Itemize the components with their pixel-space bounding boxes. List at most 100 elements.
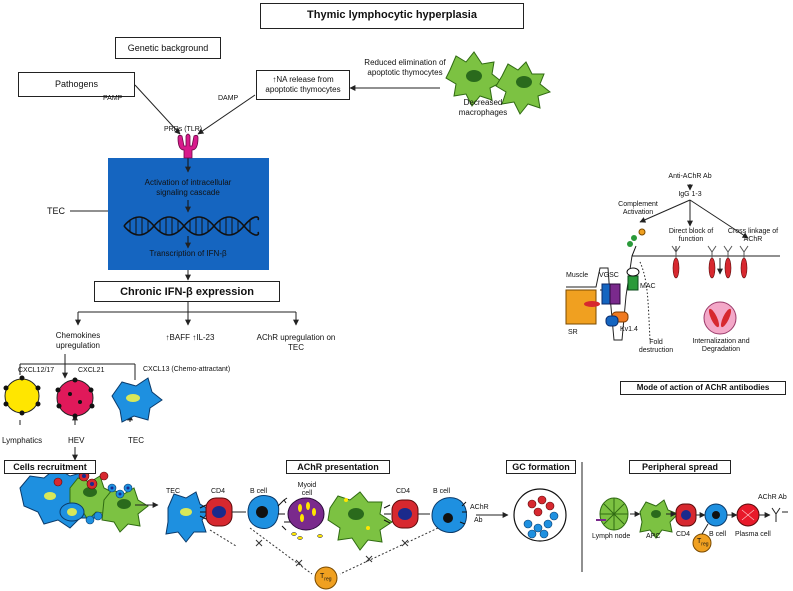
peripheral-bcell-label: B cell [709, 531, 727, 538]
title-box: Thymic lymphocytic hyperplasia [260, 3, 524, 29]
moa-mac-label: MAC [640, 283, 656, 290]
damp-label: DAMP [218, 95, 239, 102]
moa-sr-label: SR [568, 329, 578, 336]
presentation-tec-label: TEC [166, 488, 180, 495]
complement-icon [627, 228, 646, 257]
pathogens-label: Pathogens [54, 79, 99, 90]
genetic-background-label: Genetic background [127, 42, 209, 53]
lymphatics-label: Lymphatics [2, 436, 43, 445]
moa-cross-linkage-label: Cross linkage of AChR [727, 228, 779, 244]
moa-kv-label: Kv1.4 [620, 326, 638, 333]
plasma-cell [736, 503, 760, 527]
moa-igg-label: IgG 1-3 [678, 191, 702, 198]
moa-direct-block-label: Direct block of function [668, 228, 714, 244]
tec-signaling-box [108, 158, 269, 270]
decreased-macrophages-label: Decreased macrophages [458, 98, 508, 117]
peripheral-arrows [630, 507, 788, 535]
baff-label: ↑BAFF ↑IL-23 [165, 333, 215, 342]
ab-label: Ab [474, 517, 483, 524]
peripheral-cd4-label: CD4 [676, 531, 691, 538]
kv-channel [605, 311, 629, 327]
presentation-tec-cell [165, 491, 211, 543]
reduced-elimination-label: Reduced elimination of apoptotic thymocy… [364, 58, 446, 77]
pathogens-box: Pathogens [18, 72, 135, 97]
moa-diagram [566, 184, 780, 341]
cells-recruitment-box: Cells recruitment [4, 460, 96, 474]
moa-muscle-label: Muscle [566, 272, 589, 279]
presentation-treg-t: T [320, 573, 325, 580]
moa-title: Mode of action of AChR antibodies [636, 383, 770, 393]
activation-label: Activation of intracellular signaling ca… [144, 178, 232, 197]
presentation-cd4-a-label: CD4 [211, 488, 226, 495]
germinal-center [513, 488, 567, 542]
dna-helix-icon [123, 216, 260, 236]
peripheral-bcell [704, 503, 728, 527]
peripheral-treg-t: T [697, 538, 702, 545]
chemokines-label: Chemokines upregulation [55, 331, 101, 350]
hev-label: HEV [68, 436, 85, 445]
presentation-bcell-a [247, 495, 290, 531]
myoid-cell [287, 497, 325, 540]
peripheral-cd4 [675, 503, 697, 527]
achr-receptors [672, 257, 748, 279]
presentation-bcell-a-label: B cell [250, 488, 268, 495]
lymph-node-label: Lymph node [592, 533, 631, 540]
cxcl21-cell [55, 377, 95, 419]
cxcl13-label: CXCL13 (Chemo-attractant) [143, 366, 231, 373]
presentation-cd4-a [205, 497, 233, 527]
presentation-treg-sub: reg [324, 576, 332, 583]
peripheral-treg-label: Treg [697, 538, 709, 547]
peripheral-spread-label: Peripheral spread [641, 461, 719, 472]
presentation-bcell-b-label: B cell [433, 488, 451, 495]
apc-label: APC [646, 533, 661, 540]
cxcl21-label: CXCL21 [78, 367, 105, 374]
top-connectors [19, 84, 440, 461]
tec-side-label: TEC [47, 206, 65, 216]
transcription-label: Transcription of IFN-β [149, 249, 227, 258]
chronic-ifn-label: Chronic IFN-β expression [120, 285, 254, 298]
prrs-label: PRRs (TLR) [164, 126, 203, 133]
chronic-ifn-box: Chronic IFN-β expression [94, 281, 280, 302]
myoid-label: Myoid cell [297, 482, 317, 498]
peripheral-spread-box: Peripheral spread [629, 460, 731, 474]
macrophage-cells-top [445, 51, 552, 115]
presentation-treg-cell [314, 566, 338, 590]
presentation-treg-label: Treg [320, 573, 332, 582]
moa-anti-achr-label: Anti-AChR Ab [668, 173, 712, 180]
moa-internalization-label: Internalization and Degradation [692, 338, 750, 354]
moa-muscle-block [565, 289, 600, 325]
diagram-title: Thymic lymphocytic hyperplasia [307, 9, 477, 22]
presentation-bcell-b [431, 497, 467, 533]
achr-ab-label: AChR Ab [758, 494, 787, 501]
achr-upregulation-label: AChR upregulation on TEC [256, 333, 336, 352]
lymph-node-icon [596, 497, 629, 531]
gc-formation-box: GC formation [506, 460, 576, 474]
cxcl12-cell [3, 375, 41, 416]
plasma-cell-label: Plasma cell [735, 531, 771, 538]
cxcl13-tec-cell [111, 377, 163, 423]
peripheral-treg-sub: reg [701, 541, 709, 548]
mac-complex [626, 267, 640, 291]
gc-formation-label: GC formation [512, 461, 570, 472]
moa-complement-label: Complement Activation [618, 201, 658, 217]
cxcl12-label: CXCL12/17 [18, 367, 55, 374]
prr-receptor-icon [177, 133, 199, 159]
antibody-icons [671, 245, 749, 258]
presentation-cd4-b [391, 499, 419, 529]
presentation-macrophage [327, 491, 393, 551]
moa-title-box: Mode of action of AChR antibodies [620, 381, 786, 395]
recruitment-cell-cluster [19, 467, 149, 533]
achr-label: AChR [470, 504, 489, 511]
genetic-background-box: Genetic background [115, 37, 221, 59]
moa-fold-label: Fold destruction [638, 339, 674, 355]
presentation-cd4-b-label: CD4 [396, 488, 411, 495]
suppression-x-marks [255, 539, 409, 567]
achr-presentation-label: AChR presentation [297, 461, 379, 472]
vgsc-channel [601, 283, 621, 305]
na-release-box: ↑NA release from apoptotic thymocytes [256, 70, 350, 100]
na-release-label: ↑NA release from apoptotic thymocytes [265, 75, 341, 94]
cells-recruitment-label: Cells recruitment [13, 461, 87, 472]
apc-cell [639, 499, 679, 539]
achr-presentation-box: AChR presentation [286, 460, 390, 474]
